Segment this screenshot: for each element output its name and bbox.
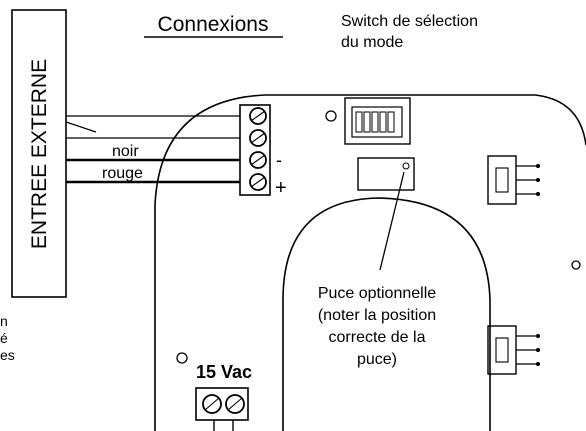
- external-input-box: [11, 9, 67, 298]
- black-wire-label: noir: [112, 143, 139, 160]
- connector-top-right: [487, 155, 540, 205]
- mounting-hole-right: [571, 260, 581, 270]
- optional-chip-label-line-3: correcte de la: [329, 329, 426, 346]
- optional-chip-label-line-1: Puce optionnelle: [318, 285, 436, 302]
- left-note-fragment-1: n: [0, 313, 8, 329]
- left-note-fragment-3: es: [0, 347, 15, 363]
- connector-bottom-right: [487, 325, 540, 375]
- board-cutout: [282, 197, 491, 431]
- mounting-hole-top: [325, 110, 337, 122]
- power-terminal-block: [195, 387, 249, 431]
- optional-chip-label-line-4: puce): [357, 351, 397, 368]
- chip-pointer-line: [379, 171, 405, 271]
- polarity-plus: +: [275, 177, 287, 199]
- contact-wires: [65, 115, 240, 139]
- mounting-hole-left: [176, 352, 188, 364]
- optional-chip-socket: [357, 157, 415, 191]
- mode-switch-label-line-1: Switch de sélection: [341, 13, 478, 30]
- left-note-fragment-2: é: [0, 330, 8, 346]
- board-outline: [154, 94, 586, 431]
- polarity-minus: -: [276, 150, 282, 170]
- power-label: 15 Vac: [196, 362, 252, 382]
- mode-switch-label-line-2: du mode: [341, 34, 403, 51]
- red-wire-label: rouge: [102, 165, 143, 182]
- external-input-label: ENTREE EXTERNE: [28, 59, 51, 249]
- optional-chip-label-line-2: (noter la position: [318, 307, 436, 324]
- mode-switch: [344, 97, 411, 145]
- diagram-title: Connexions: [158, 13, 269, 36]
- chip-orientation-dot: [402, 162, 410, 170]
- input-terminal-block: [239, 104, 271, 196]
